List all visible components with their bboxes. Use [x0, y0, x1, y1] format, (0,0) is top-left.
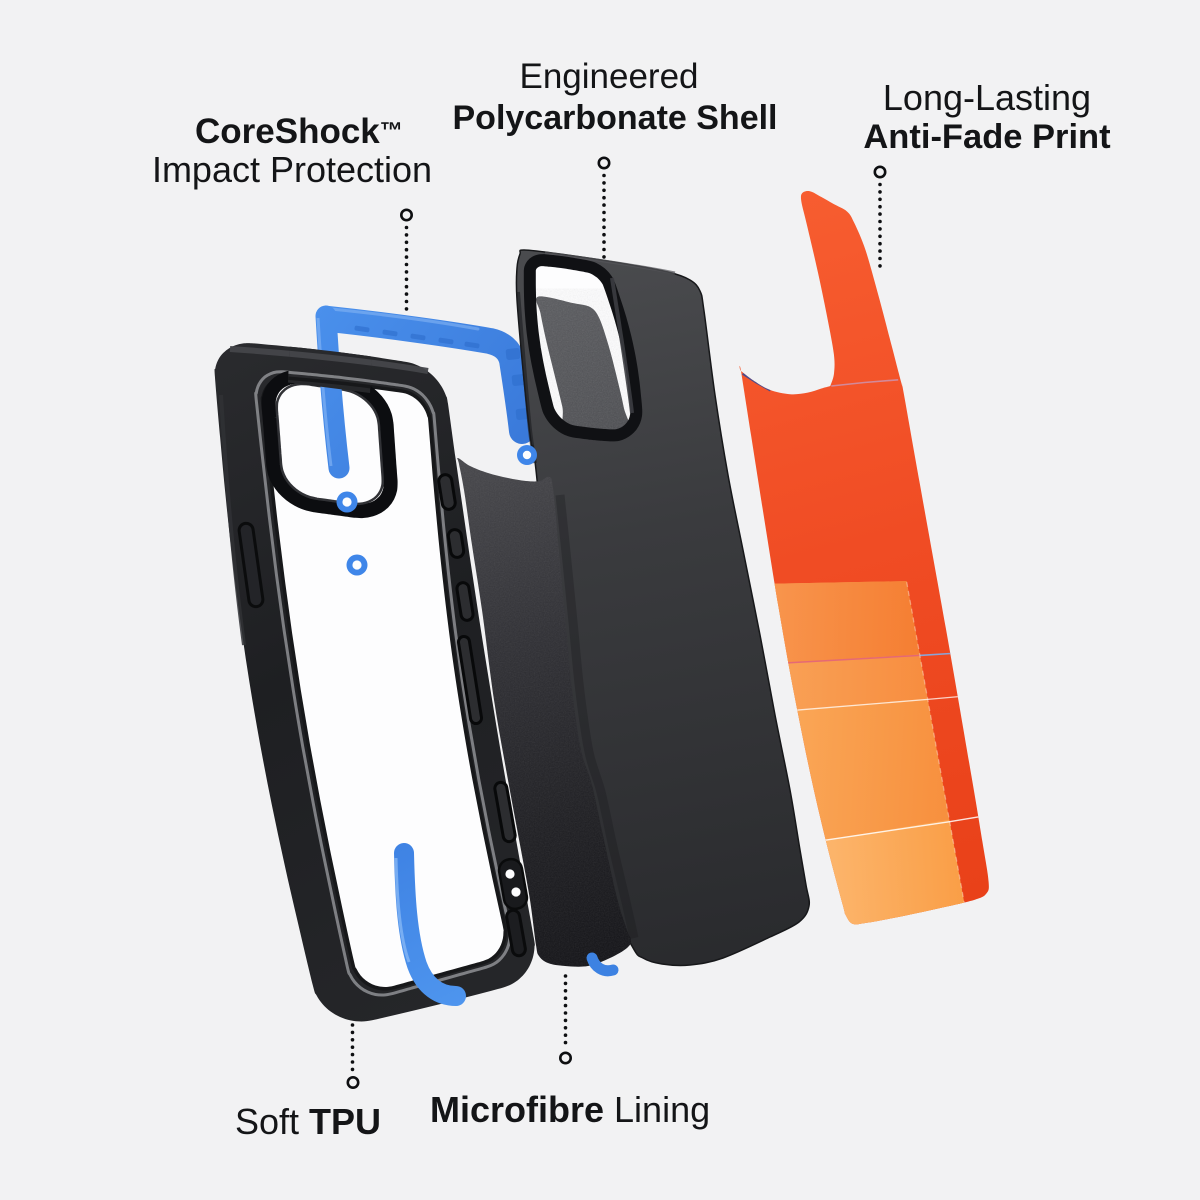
svg-text:Soft TPU: Soft TPU — [235, 1101, 381, 1142]
svg-text:Impact Protection: Impact Protection — [152, 149, 432, 190]
svg-text:Polycarbonate Shell: Polycarbonate Shell — [453, 99, 778, 137]
svg-text:Microfibre Lining: Microfibre Lining — [430, 1089, 710, 1130]
svg-text:Engineered: Engineered — [519, 57, 698, 96]
svg-text:Long-Lasting: Long-Lasting — [883, 77, 1091, 118]
svg-text:CoreShock™: CoreShock™ — [195, 112, 403, 151]
svg-text:Anti-Fade Print: Anti-Fade Print — [863, 118, 1111, 156]
